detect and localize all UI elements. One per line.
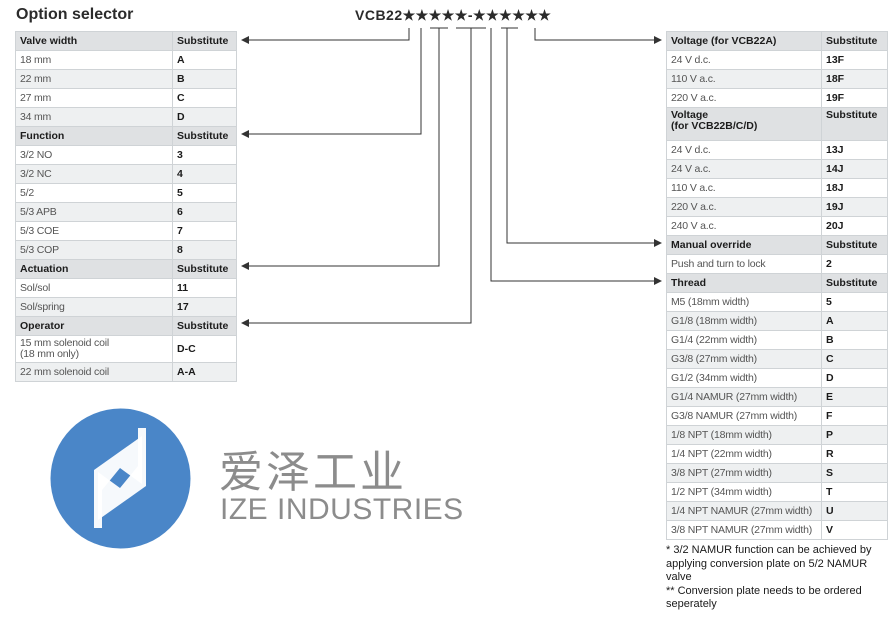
substitute-code: P <box>821 425 888 445</box>
table-row: M5 (18mm width)5 <box>666 292 888 312</box>
connector-actuation <box>241 28 440 270</box>
connector-voltage <box>534 28 662 44</box>
table-row: 15 mm solenoid coil (18 mm only)D-C <box>15 335 237 363</box>
substitute-code: 4 <box>172 164 237 184</box>
brand-english-name: IZE INDUSTRIES <box>220 493 464 526</box>
brand-chinese-name: 爱泽工业 <box>219 447 407 498</box>
option-value: 240 V a.c. <box>666 216 822 236</box>
substitute-code: 6 <box>172 202 237 222</box>
footnote-2: ** Conversion plate needs to be ordered … <box>666 584 862 611</box>
table-row: 240 V a.c.20J <box>666 216 888 236</box>
table-row: 1/4 NPT NAMUR (27mm width)U <box>666 501 888 521</box>
table-row: 110 V a.c.18F <box>666 69 888 89</box>
substitute-code: V <box>821 520 888 540</box>
table-row: G3/8 (27mm width)C <box>666 349 888 369</box>
substitute-header: Substitute <box>172 316 237 336</box>
substitute-code: U <box>821 501 888 521</box>
group-title: Voltage (for VCB22B/C/D) <box>666 107 822 141</box>
group-title: Thread <box>666 273 822 293</box>
substitute-code: D <box>172 107 237 127</box>
option-value: 110 V a.c. <box>666 69 822 89</box>
substitute-code: 11 <box>172 278 237 298</box>
substitute-header: Substitute <box>821 273 888 293</box>
option-value: G1/8 (18mm width) <box>666 311 822 331</box>
substitute-code: D-C <box>172 335 237 363</box>
substitute-code: C <box>821 349 888 369</box>
option-value: 220 V a.c. <box>666 88 822 108</box>
option-value: 22 mm solenoid coil <box>15 362 173 382</box>
table-row: 110 V a.c.18J <box>666 178 888 198</box>
group-title: Valve width <box>15 31 173 51</box>
table-row: 220 V a.c.19J <box>666 197 888 217</box>
substitute-code: 14J <box>821 159 888 179</box>
substitute-code: 18F <box>821 69 888 89</box>
connector-thread <box>490 28 662 285</box>
table-row: 220 V a.c.19F <box>666 88 888 108</box>
footnote-1: * 3/2 NAMUR function can be achieved by … <box>666 544 872 583</box>
ize-logo-icon <box>50 408 191 549</box>
group-header: Voltage (for VCB22B/C/D)Substitute <box>666 107 888 141</box>
group-title: Function <box>15 126 173 146</box>
option-value: 1/4 NPT NAMUR (27mm width) <box>666 501 822 521</box>
connector-manual-override <box>506 28 662 247</box>
connector-operator <box>241 28 472 327</box>
table-row: 3/8 NPT NAMUR (27mm width)V <box>666 520 888 540</box>
option-value: 22 mm <box>15 69 173 89</box>
option-value: Push and turn to lock <box>666 254 822 274</box>
substitute-code: 8 <box>172 240 237 260</box>
connector-function <box>241 28 422 138</box>
option-value: G3/8 (27mm width) <box>666 349 822 369</box>
connector-valve-width <box>241 28 410 44</box>
order-code: VCB22★★★★★-★★★★★★ <box>355 7 552 23</box>
substitute-code: A <box>821 311 888 331</box>
table-row: G1/8 (18mm width)A <box>666 311 888 331</box>
table-row: G3/8 NAMUR (27mm width)F <box>666 406 888 426</box>
option-value: 15 mm solenoid coil (18 mm only) <box>15 335 173 363</box>
substitute-header: Substitute <box>172 259 237 279</box>
option-value: 5/3 APB <box>15 202 173 222</box>
substitute-code: A-A <box>172 362 237 382</box>
substitute-code: 18J <box>821 178 888 198</box>
table-row: 24 V d.c.13F <box>666 50 888 70</box>
substitute-header: Substitute <box>821 107 888 141</box>
option-value: 3/8 NPT (27mm width) <box>666 463 822 483</box>
footnotes: * 3/2 NAMUR function can be achieved by … <box>666 544 891 612</box>
table-row: 3/8 NPT (27mm width)S <box>666 463 888 483</box>
page-title: Option selector <box>16 6 134 23</box>
option-value: 34 mm <box>15 107 173 127</box>
option-value: 3/8 NPT NAMUR (27mm width) <box>666 520 822 540</box>
